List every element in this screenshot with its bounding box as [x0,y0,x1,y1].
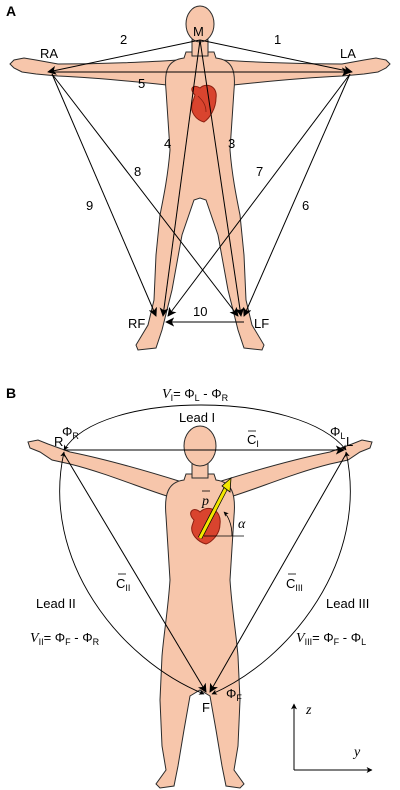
lead-i-arc [63,404,347,451]
lead-3-label: 3 [228,136,235,151]
lead-arcs [59,404,351,695]
lead-iii-arc [211,451,351,695]
lead-6 [243,73,351,317]
panel-b: B [6,385,373,789]
lead-6-label: 6 [302,198,309,213]
lead-3 [199,39,245,317]
heart-icon [191,84,217,123]
lead-i-name: Lead I [179,410,215,425]
lead-i-equation: VI= ΦL - ΦR [162,386,229,403]
panel-a: A M RA LA RF LF 1 2 3 4 5 [6,3,391,351]
lead-9-label: 9 [86,198,93,213]
lead-ii-arc [59,451,205,695]
c-ii-label: CII [116,576,130,593]
heart-vector [198,487,228,539]
lead-4 [159,39,201,317]
panel-a-title: A [6,3,16,19]
node-f-label: F [202,700,210,715]
lead-7-label: 7 [256,164,263,179]
y-axis-label: y [352,745,361,760]
c-iii-label: CIII [286,576,303,593]
lead-iii-name: Lead III [326,596,369,611]
phi-l-label: ΦL [330,424,345,441]
arm-right-b [27,439,183,501]
heart-vector-arrowhead [221,477,232,493]
lead-iii-equation: VIII= ΦF - ΦL [296,630,366,647]
node-r-label: R [54,434,63,449]
head-b [183,425,217,467]
node-la-label: LA [340,46,356,61]
lead-4-label: 4 [164,136,171,151]
node-rf-label: RF [128,316,145,331]
lead-7 [167,73,351,317]
lead-ii-equation: VII= ΦF - ΦR [30,630,100,647]
c-i-label: CI [247,432,259,449]
lead-2 [47,39,201,75]
lead-5-label: 5 [138,76,145,91]
angle-arc [223,511,233,537]
lead-lines-a [47,39,353,327]
moment-p-label: p [201,494,209,509]
lead-2-label: 2 [120,32,127,47]
node-m-label: M [193,24,204,39]
lead-1 [199,39,353,75]
lead-1-label: 1 [274,32,281,47]
body-figure-a [9,5,391,351]
lead-ii-name: Lead II [36,596,76,611]
lead-8-label: 8 [134,164,141,179]
node-ra-label: RA [40,46,58,61]
z-axis-label: z [305,703,312,718]
lead-9 [51,73,157,317]
phi-f-label: ΦF [226,686,242,703]
node-l-label: L [346,434,353,449]
panel-b-title: B [6,385,16,401]
axis-indicator: z y [291,703,373,773]
phi-r-label: ΦR [62,424,79,441]
node-lf-label: LF [254,316,269,331]
alpha-label: α [238,517,246,532]
lead-8 [51,73,239,317]
lead-10-label: 10 [193,304,207,319]
